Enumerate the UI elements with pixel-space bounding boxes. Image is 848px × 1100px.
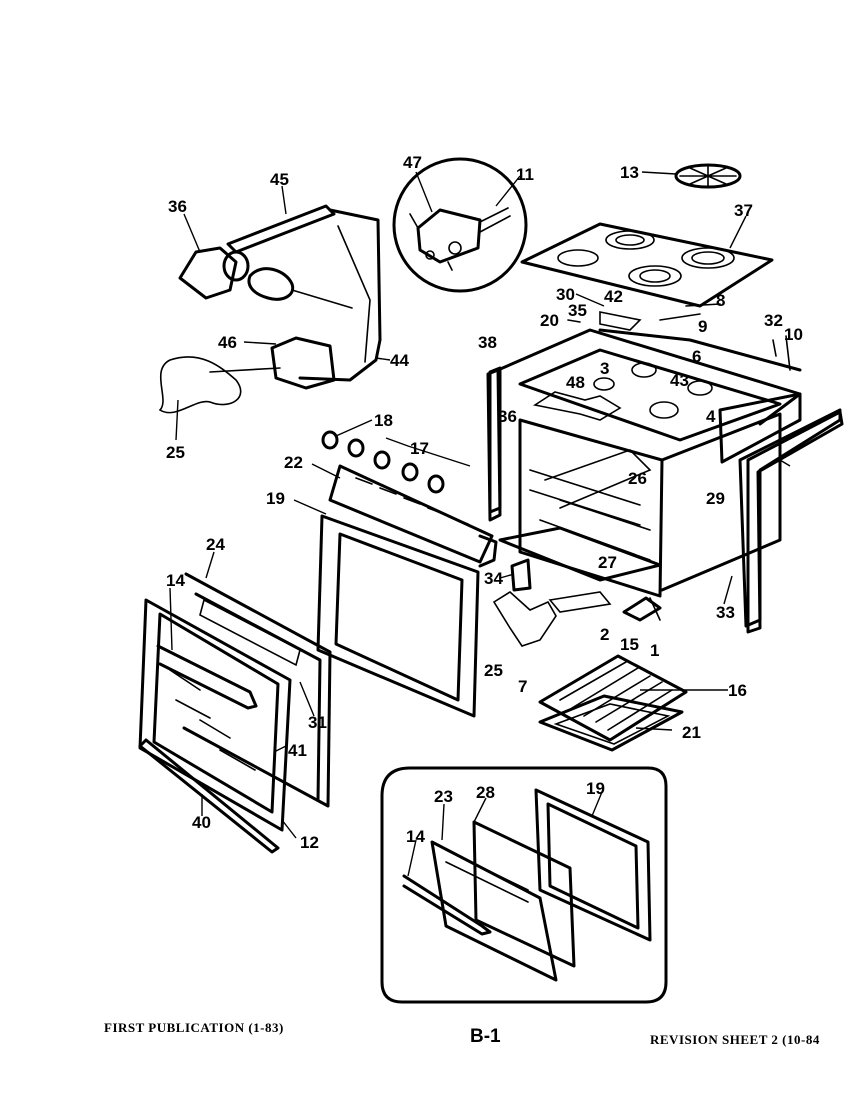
callout-label: 44 [390, 351, 409, 370]
sheet-code: B-1 [470, 1026, 501, 1047]
callout-label: 40 [192, 813, 211, 832]
callout-label: 32 [764, 311, 783, 330]
callout-label: 20 [540, 311, 559, 330]
outer-door-panel-part [182, 572, 332, 808]
callout-label: 15 [620, 635, 639, 654]
callout-label: 1 [650, 641, 659, 660]
cooktop-part [520, 222, 774, 308]
callout-label: 41 [288, 741, 307, 760]
callout-label: 21 [682, 723, 701, 742]
callout-label: 19 [586, 779, 605, 798]
small-hardware-parts [567, 303, 791, 371]
broiler-pan-part [538, 654, 688, 752]
thermostat-valve-part [158, 336, 336, 414]
door-assembly-inset [380, 766, 668, 1004]
callout-label: 2 [600, 625, 609, 644]
grate-part [674, 163, 742, 189]
callout-labels: 45 47 11 13 37 36 30 42 8 35 20 32 10 38… [166, 153, 803, 852]
callout-label: 28 [476, 783, 495, 802]
callout-label: 19 [266, 489, 285, 508]
side-trim-part [486, 368, 844, 634]
callout-label: 13 [620, 163, 639, 182]
callout-label: 10 [784, 325, 803, 344]
control-panel-part [328, 464, 498, 568]
control-knobs-part [321, 430, 445, 494]
inner-door-panel-part [138, 598, 292, 832]
callout-label: 36 [168, 197, 187, 216]
oven-body-part [488, 328, 842, 628]
callout-label: 6 [692, 347, 701, 366]
callout-label: 34 [484, 569, 503, 588]
callout-label: 45 [270, 170, 289, 189]
bottom-trim-part [138, 738, 280, 854]
leader-lines [169, 171, 791, 877]
door-frame-part [316, 514, 480, 718]
callout-label: 25 [484, 661, 503, 680]
callout-label: 18 [374, 411, 393, 430]
valve-detail-inset [392, 157, 528, 293]
broiler-parts [492, 558, 662, 647]
callout-label: 37 [734, 201, 753, 220]
revision-note: REVISION SHEET 2 (10-84 [650, 1032, 820, 1047]
callout-label: 12 [300, 833, 319, 852]
callout-label: 33 [716, 603, 735, 622]
callout-label: 11 [516, 165, 534, 184]
callout-label: 16 [728, 681, 747, 700]
callout-label: 38 [478, 333, 497, 352]
callout-label: 23 [434, 787, 453, 806]
callout-label: 14 [406, 827, 425, 846]
callout-label: 31 [308, 713, 327, 732]
callout-label: 47 [403, 153, 422, 172]
callout-label: 25 [166, 443, 185, 462]
gas-tubing-part [226, 204, 382, 382]
callout-label: 3 [600, 359, 609, 378]
callout-label: 9 [698, 317, 707, 336]
callout-label: 42 [604, 287, 623, 306]
callout-label: 17 [410, 439, 429, 458]
callout-label: 30 [556, 285, 575, 304]
callout-label: 35 [568, 301, 587, 320]
callout-label: 46 [218, 333, 237, 352]
callout-label: 27 [598, 553, 617, 572]
callout-label: 48 [566, 373, 585, 392]
callout-label: 43 [670, 371, 689, 390]
callout-label: 14 [166, 571, 185, 590]
callout-label: 36 [498, 407, 517, 426]
callout-label: 4 [706, 407, 716, 426]
callout-label: 22 [284, 453, 303, 472]
callout-label: 29 [706, 489, 725, 508]
callout-label: 26 [628, 469, 647, 488]
callout-label: 7 [518, 677, 527, 696]
callout-label: 24 [206, 535, 225, 554]
first-publication-note: FIRST PUBLICATION (1-83) [104, 1020, 284, 1035]
burner-igniter-part [178, 246, 353, 309]
callout-label: 8 [716, 291, 725, 310]
